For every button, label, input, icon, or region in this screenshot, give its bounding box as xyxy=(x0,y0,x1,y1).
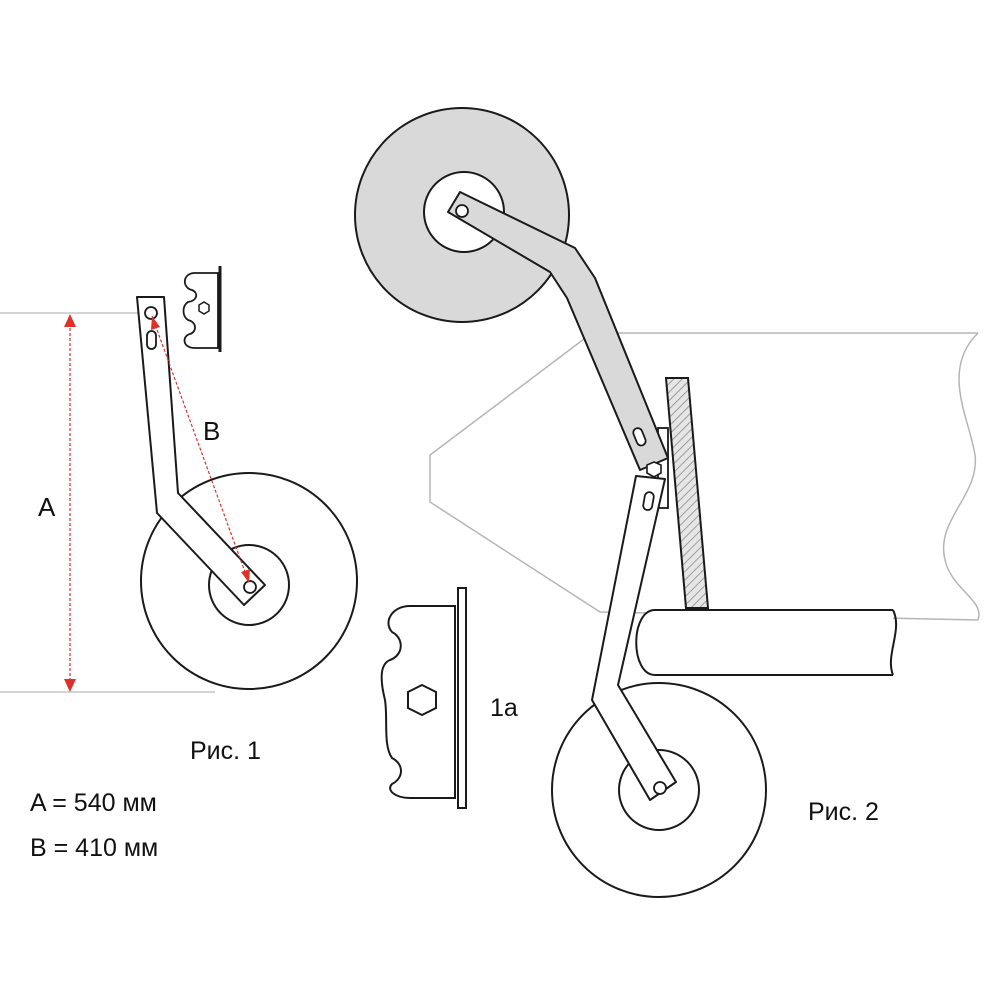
detail-1a-bracket: 1a xyxy=(380,587,518,809)
fig2-hex-bolt-icon xyxy=(646,461,662,478)
fig1-small-bracket xyxy=(182,266,222,352)
fig1-slot xyxy=(146,330,157,350)
dimension-b-arrow-top xyxy=(151,316,160,330)
fig2-caption: Рис. 2 xyxy=(808,798,879,826)
mounting-plate xyxy=(664,377,710,609)
fig2-lowered-arm xyxy=(591,475,677,801)
dimension-a-label: A xyxy=(38,492,56,522)
fig2-raised-arm xyxy=(447,191,669,471)
fig2-raised-arm-hole xyxy=(455,204,469,218)
dimension-b-value: B = 410 мм xyxy=(30,834,158,862)
detail-1a-label: 1a xyxy=(490,694,518,722)
dimension-b-label: B xyxy=(203,416,220,446)
hex-nut-icon xyxy=(407,683,437,717)
dimension-b-arrow-bottom xyxy=(241,569,250,583)
dimension-b-line xyxy=(151,315,250,584)
fig2-lowered-arm-hole xyxy=(653,781,667,795)
fig2-lowered-arm-slot xyxy=(642,491,655,511)
dimension-a-value: A = 540 мм xyxy=(30,789,157,817)
fig1-leg-arm xyxy=(136,296,266,606)
fig1-top-hole xyxy=(144,306,158,320)
figure-1: A B Рис. 1 A = 540 мм B = 410 мм xyxy=(0,266,358,862)
frame-lower-tube xyxy=(635,609,898,676)
dimension-a-arrow-bottom xyxy=(64,679,76,692)
fig1-axle-hole xyxy=(243,580,257,594)
dimension-a-arrow-top xyxy=(64,314,76,327)
fig2-raised-arm-slot xyxy=(632,427,647,447)
figure-2: Рис. 2 xyxy=(354,107,980,898)
fig1-caption: Рис. 1 xyxy=(190,737,261,765)
